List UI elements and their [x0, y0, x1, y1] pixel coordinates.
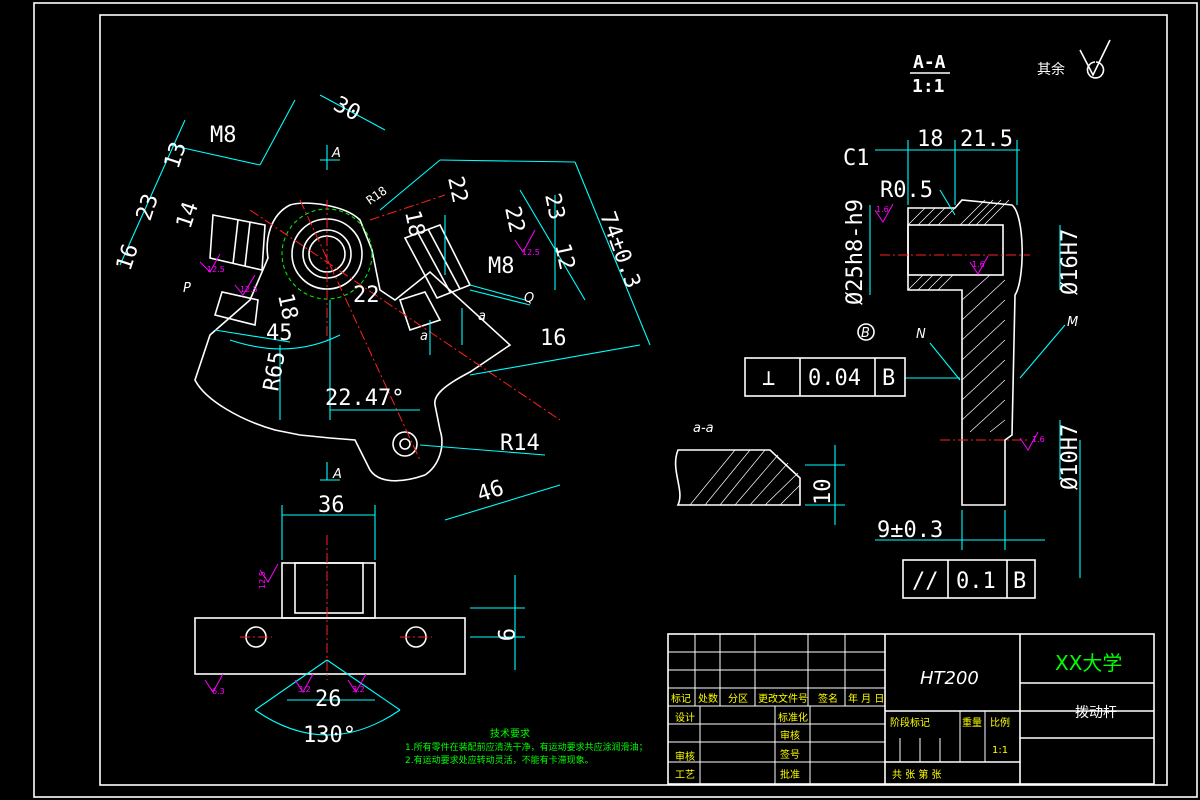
tolerance-frame-1: ⊥ 0.04 B: [744, 357, 906, 397]
dim-18: 18: [399, 208, 429, 239]
tb-standardize: 标准化: [778, 711, 808, 724]
tol1-datum: B: [882, 366, 895, 391]
tb-h4: 签名: [818, 692, 838, 705]
tb-scale: 1:1: [992, 745, 1008, 756]
tb-h2: 分区: [728, 693, 748, 705]
marker-a1: A: [331, 146, 341, 161]
tol2-symbol: //: [912, 569, 939, 594]
dim-22c: 22: [353, 283, 380, 308]
top-view: [119, 94, 651, 521]
tb-review: 审核: [675, 750, 695, 763]
dim-23-b: 23: [539, 191, 569, 222]
tech-req-line1: 1.所有零件在装配前应清洗干净，有运动要求共应涂润滑油；: [405, 741, 648, 753]
dim-r65: R65: [259, 350, 291, 393]
sec-dim-phi25: Ø25h8-h9: [843, 199, 868, 305]
tb-check: 审核: [780, 729, 800, 742]
roughness-3: 12.5: [522, 248, 540, 257]
tol2-value: 0.1: [956, 569, 996, 594]
aa-title: a-a: [693, 421, 714, 436]
dim-45: 45: [266, 321, 293, 346]
dim-26: 26: [315, 687, 342, 712]
tech-req-title: 技术要求: [490, 727, 530, 740]
dim-16: 16: [112, 241, 144, 274]
inner-frame: [99, 14, 1168, 786]
tech-req-line2: 2.有运动要求处应转动灵活，不能有卡滞现象。: [405, 754, 594, 766]
roughness-7: 12.5: [258, 571, 267, 589]
sec-dim-18: 18: [917, 127, 944, 152]
dim-130: 130°: [303, 723, 356, 748]
tb-process: 工艺: [675, 769, 695, 781]
tb-stage: 阶段标记: [890, 716, 930, 729]
tb-weight: 重量: [962, 716, 982, 729]
roughness-9: 3.2: [298, 685, 311, 694]
roughness-5: 1.6: [972, 260, 985, 269]
sec-dim-21-5: 21.5: [960, 127, 1013, 152]
marker-a-small2: a: [478, 309, 486, 324]
sec-dim-phi16: Ø16H7: [1058, 229, 1083, 295]
dim-m8-left: M8: [210, 123, 237, 148]
tb-h0: 标记: [671, 693, 691, 705]
dim-30: 30: [329, 92, 364, 127]
roughness-10: 3.2: [352, 685, 365, 694]
section-view: A-A 1:1 其余: [869, 39, 1111, 578]
tb-h1: 处数: [698, 692, 718, 705]
tb-ratio: 比例: [990, 716, 1010, 729]
dim-74: 74±0.3: [594, 209, 645, 292]
finish-label: 其余: [1037, 61, 1065, 78]
roughness-1: 12.5: [207, 265, 225, 274]
dim-9-front: 9: [492, 628, 517, 641]
tb-material: HT200: [920, 668, 979, 689]
tb-sign2: 签号: [780, 748, 800, 761]
tb-approve: 批准: [780, 768, 800, 781]
dim-12: 12: [549, 241, 579, 272]
dim-22-b: 22: [499, 204, 529, 235]
outer-frame: [33, 2, 1198, 798]
tb-h5: 年 月 日: [848, 692, 884, 705]
dim-16b: 16: [540, 326, 567, 351]
dim-13: 13: [160, 139, 192, 172]
view-scale: 1:1: [912, 76, 945, 97]
tolerance-frame-2: // 0.1 B: [902, 559, 1036, 599]
tb-school: XX大学: [1055, 651, 1122, 675]
dim-m8-right: M8: [488, 254, 515, 279]
marker-m: M: [1067, 315, 1078, 330]
marker-a2: A: [332, 467, 342, 482]
title-block: [667, 633, 1155, 785]
aa-view: a-a: [674, 421, 845, 525]
sec-dim-9: 9±0.3: [877, 518, 943, 543]
tol1-symbol: ⊥: [762, 366, 775, 391]
dim-r18: R18: [364, 184, 390, 208]
marker-q: Q: [524, 291, 534, 306]
marker-a-small1: a: [420, 329, 428, 344]
dim-36: 36: [318, 493, 345, 518]
tb-sheets: 共 张 第 张: [892, 768, 942, 781]
roughness-6: 1.6: [1032, 435, 1045, 444]
front-view: [194, 505, 525, 736]
dim-23: 23: [132, 191, 164, 224]
tb-design: 设计: [675, 711, 695, 724]
sec-dim-c1: C1: [843, 146, 870, 171]
sec-dim-r0-5: R0.5: [880, 178, 933, 203]
tb-part-name: 拨动杆: [1075, 705, 1117, 721]
marker-b: B: [861, 326, 870, 341]
roughness-4: 1.6: [876, 205, 889, 214]
dim-14: 14: [172, 199, 204, 232]
dim-r14: R14: [500, 431, 540, 456]
view-title-aa: A-A: [913, 52, 946, 73]
sec-dim-10: 10: [811, 479, 836, 506]
marker-n: N: [916, 327, 926, 342]
dim-22-top: 22: [442, 174, 472, 205]
tol1-value: 0.04: [808, 366, 861, 391]
sec-dim-phi10: Ø10H7: [1058, 424, 1083, 490]
roughness-8: 6.3: [212, 687, 225, 696]
dim-18b: 18: [272, 291, 302, 322]
roughness-2: 12.5: [240, 285, 258, 294]
tb-h3: 更改文件号: [758, 692, 808, 705]
dim-angle: 22.47°: [325, 386, 404, 411]
marker-p: P: [183, 281, 191, 296]
tol2-datum: B: [1013, 569, 1026, 594]
